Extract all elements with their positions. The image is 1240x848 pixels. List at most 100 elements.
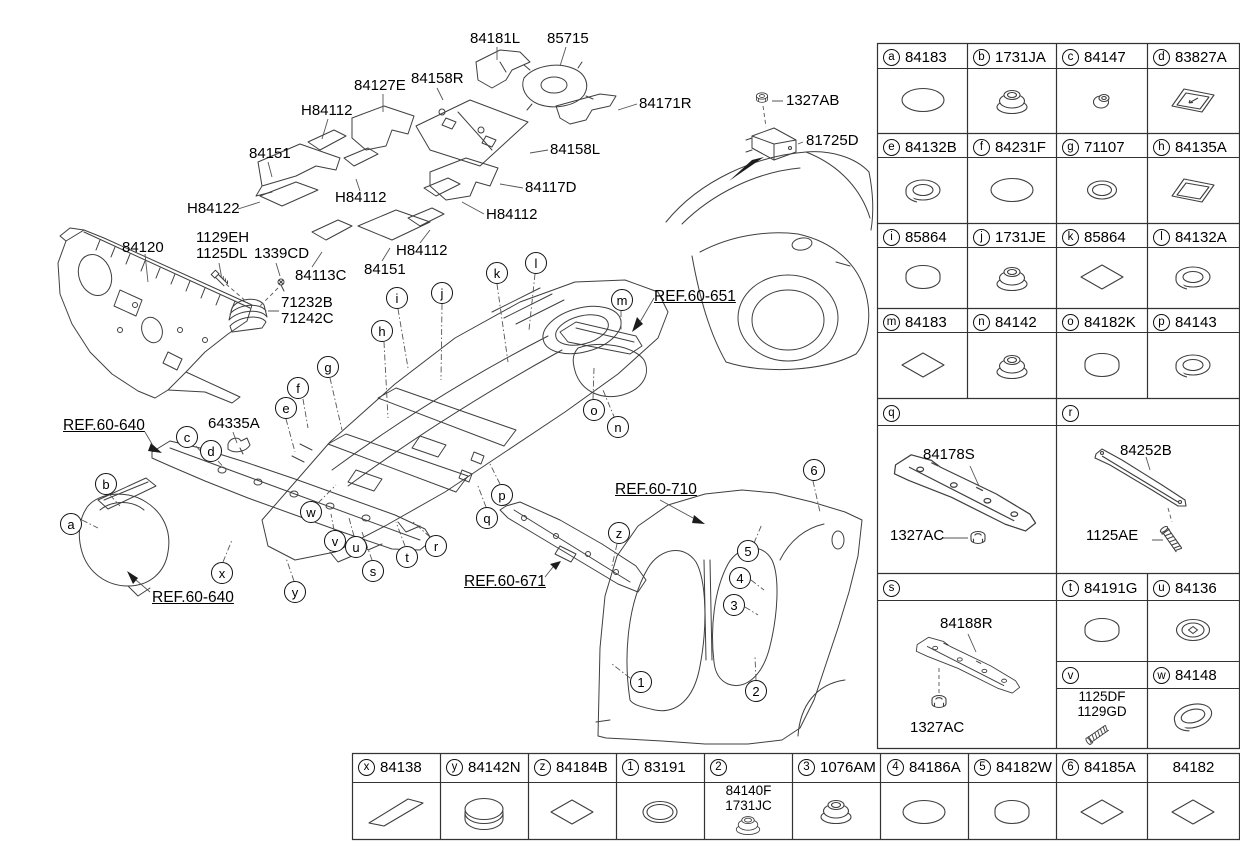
callout-badge: e [883,138,900,156]
part-numbers: 84140F 1731JC [706,783,791,813]
parts-cell-f: f 84231F [969,135,1055,159]
callout-e: e [275,397,297,419]
callout-badge: p [1153,313,1170,331]
bolt-icon [1158,524,1183,554]
part-label: 84113C [295,267,347,284]
parts-cell-p: p 84143 [1149,310,1238,334]
part-number: 84182 [1172,758,1215,776]
diamond-pad-icon [1171,799,1215,825]
callout-badge: t [1062,579,1079,597]
grommet-icon [820,799,852,825]
callout-m: m [611,289,633,311]
part-label: H84112 [396,242,448,259]
strip-pad-icon [368,798,424,827]
callout-badge: d [1153,48,1170,66]
part-label: 1327AB [786,92,840,109]
leader-lines [81,46,1173,693]
parts-cell-l: l 84132A [1149,225,1238,249]
part-label: 84151 [249,145,291,162]
callout-badge: b [973,48,990,66]
grommet-icon [735,816,761,835]
callout-s: s [362,560,384,582]
part-label: 84127E [354,77,406,94]
callout-badge: j [973,228,990,246]
ring-grommet-icon [905,179,941,203]
callout-y: y [284,581,306,603]
nut-icon [931,694,947,709]
part-number: 84183 [905,48,947,66]
parts-cell-h: h 84135A [1149,135,1238,159]
grommet-icon [996,354,1028,380]
part-number: 84132B [905,138,957,156]
callout-j: j [431,282,453,304]
diamond-pad-icon [901,352,945,378]
part-number: 83191 [644,758,686,776]
part-label: 71232B [281,294,333,311]
callout-badge: u [1153,579,1170,597]
ref-link-60-640[interactable]: REF.60-640 [152,589,234,606]
bolt-icon [1084,724,1110,746]
part-label: 1129EH [196,229,250,246]
parts-cell-r: r [1058,401,1238,425]
parts-cell-q: q [879,401,1055,425]
part-number: 1076AM [820,758,876,776]
callout-i: i [386,287,408,309]
part-number: 84183 [905,313,947,331]
part-number: 84231F [995,138,1046,156]
callout-badge: 2 [710,758,727,776]
callout-h: h [371,320,393,342]
ref-link-60-710[interactable]: REF.60-710 [615,481,697,498]
ring-icon [642,800,678,824]
grommet-icon [996,266,1028,292]
callout-c: c [176,426,198,448]
callout-badge: n [973,313,990,331]
part-label: 1125DL [196,245,248,262]
ref-link-60-651[interactable]: REF.60-651 [654,288,736,305]
part-number: 84191G [1084,579,1138,597]
crossmember-brace-icon [893,454,1037,532]
ellipse-pad-icon [901,87,945,113]
callout-badge: g [1062,138,1079,156]
callout-badge: f [973,138,990,156]
callout-badge: z [534,758,551,776]
callout-6: 6 [803,459,825,481]
part-number: 84142N [468,758,521,776]
part-number: 84143 [1175,313,1217,331]
part-number: 84132A [1175,228,1227,246]
fastener-number: 1327AC [910,719,965,736]
disc-icon [994,799,1030,825]
parts-cell-t: t 84191G [1058,576,1146,600]
callout-x: x [211,562,233,584]
parts-cell-2: 2 [706,755,791,779]
part-label: 84158L [550,141,601,158]
callout-badge: h [1153,138,1170,156]
part-number: 1731JE [995,228,1046,246]
disc-icon [1084,617,1120,643]
nut-icon [970,530,986,545]
callout-f: f [287,377,309,399]
callout-r: r [425,535,447,557]
callout-badge: l [1153,228,1170,246]
part-label: 85715 [547,30,589,47]
callout-badge: y [446,758,463,776]
callout-2: 2 [745,680,767,702]
ref-link-60-640[interactable]: REF.60-640 [63,417,145,434]
part-number: 84135A [1175,138,1227,156]
diamond-pad-icon [1080,799,1124,825]
part-label: 81725D [806,132,859,149]
callout-t: t [396,546,418,568]
parts-cell-84182: 84182 [1149,755,1238,779]
callout-badge: a [883,48,900,66]
callout-badge: 1 [622,758,639,776]
callout-z: z [608,522,630,544]
ref-link-60-671[interactable]: REF.60-671 [464,573,546,590]
part-label: H84112 [301,102,353,119]
part-label: 1339CD [254,245,310,262]
